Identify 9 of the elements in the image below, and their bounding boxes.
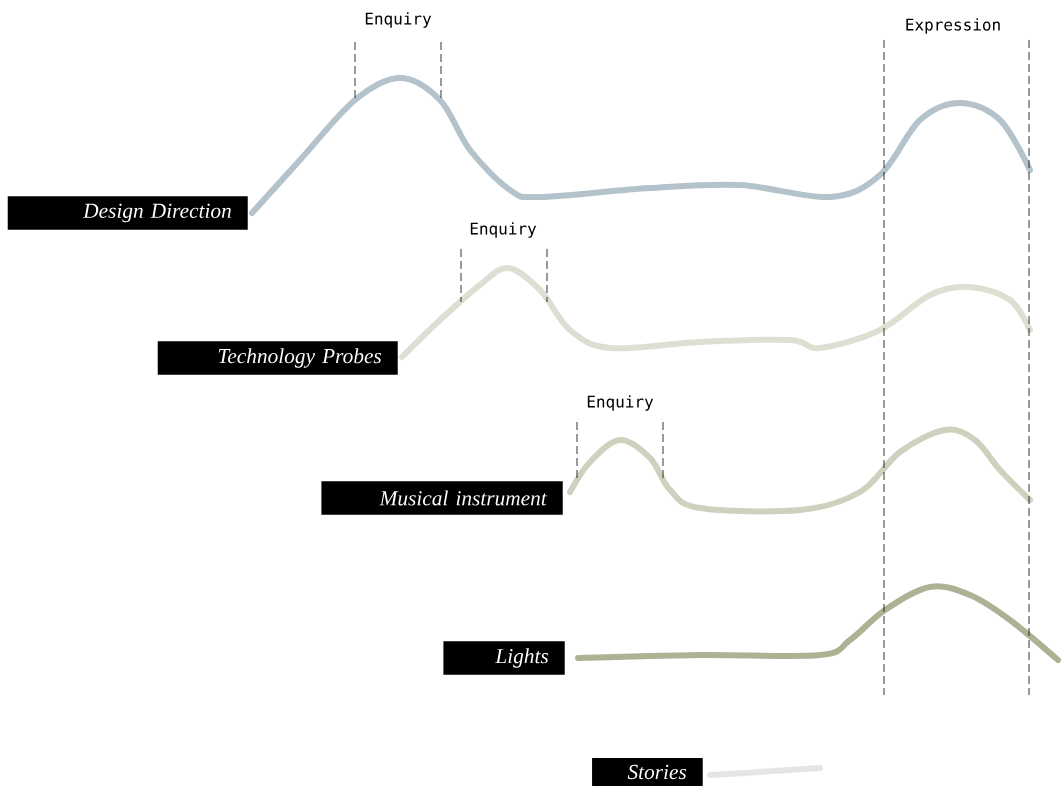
- phase-label: Enquiry: [365, 12, 432, 28]
- phase-label: Enquiry: [470, 222, 537, 238]
- label-box: Design Direction: [7, 196, 248, 230]
- label-box: Musical instrument: [321, 481, 563, 515]
- label-box: Stories: [592, 758, 703, 786]
- label-box: Lights: [443, 641, 565, 675]
- label-box: Technology Probes: [157, 341, 398, 375]
- phase-label: Expression: [906, 18, 1000, 34]
- phase-label: Enquiry: [587, 395, 654, 411]
